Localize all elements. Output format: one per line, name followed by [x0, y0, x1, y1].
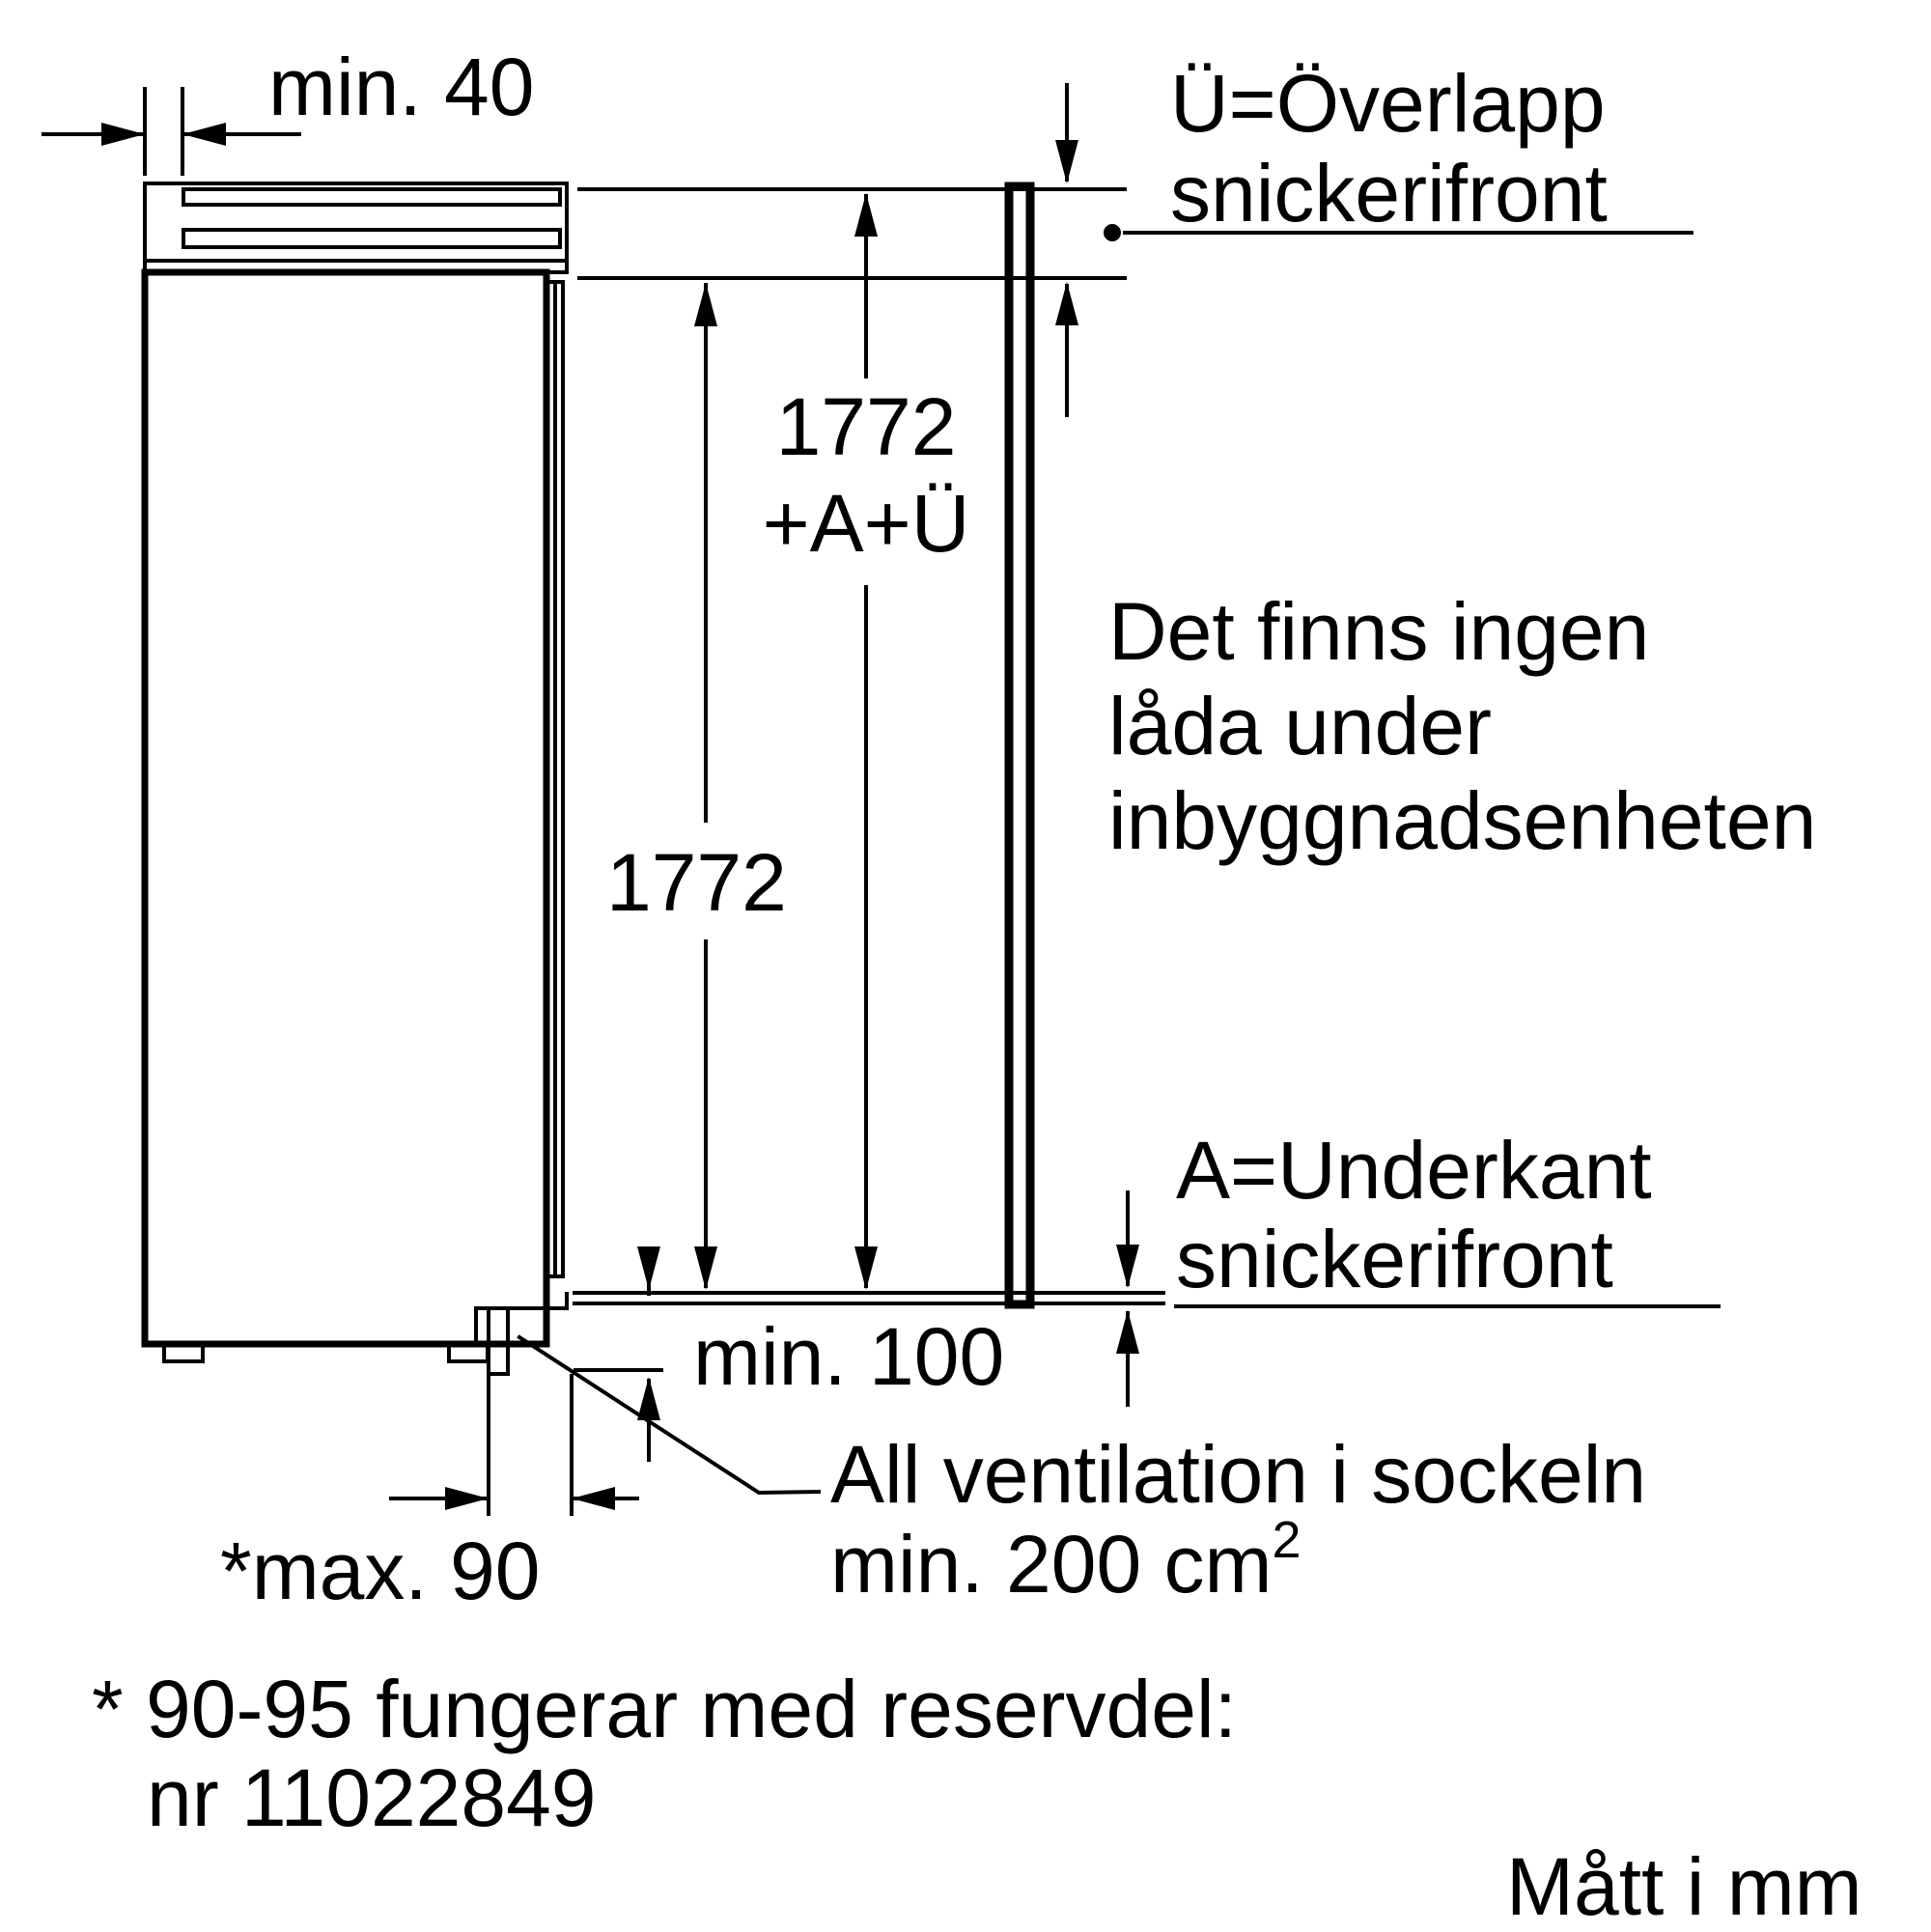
arrowheads — [101, 123, 1139, 1510]
niche-height-label: 1772 — [606, 837, 787, 928]
overlap-label-line1: Ü=Överlapp — [1170, 58, 1606, 149]
appliance-body — [141, 182, 569, 1376]
ventilation-label-prefix: min. 200 cm — [830, 1519, 1273, 1610]
ventilation-label-superscript: 2 — [1272, 1511, 1301, 1569]
overlap-label-line2: snickerifront — [1170, 148, 1608, 238]
bottom-edge-label-line1: A=Underkant — [1176, 1125, 1652, 1216]
total-height-label-line2: +A+Ü — [762, 478, 970, 569]
total-height-label-line1: 1772 — [775, 381, 957, 472]
furniture-front — [1004, 182, 1035, 1309]
footnote-line1: * 90-95 fungerar med reservdel: — [92, 1664, 1237, 1754]
footnote-line2: nr 11022849 — [147, 1752, 597, 1843]
ventilation-label-line1: All ventilation i sockeln — [830, 1429, 1647, 1520]
bottom-gap-label: min. 100 — [693, 1311, 1005, 1402]
dimension-lines — [42, 83, 1130, 1500]
note-label-line3: inbyggnadsenheten — [1108, 775, 1817, 866]
top-gap-label: min. 40 — [268, 42, 535, 132]
note-label-line1: Det finns ingen — [1108, 586, 1650, 677]
units-label: Mått i mm — [1506, 1841, 1862, 1932]
ventilation-label-line2: min. 200 cm2 — [830, 1514, 1301, 1605]
plinth-depth-label: *max. 90 — [220, 1526, 541, 1616]
bottom-edge-label-line2: snickerifront — [1176, 1214, 1613, 1304]
extension-lines — [143, 87, 1721, 1516]
note-label-line2: låda under — [1108, 681, 1492, 771]
